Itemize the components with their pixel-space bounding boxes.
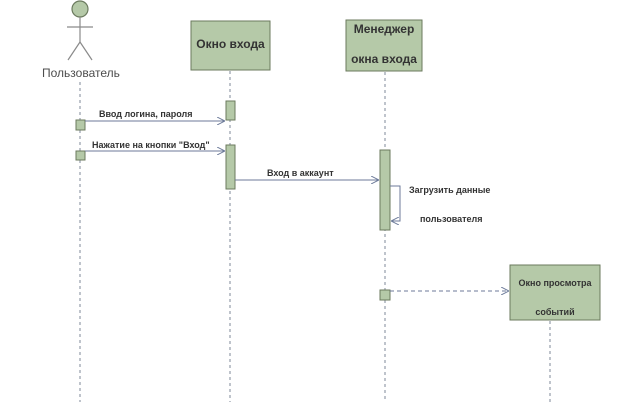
actor-activation-1 (75, 119, 86, 131)
events-window-title-line1: Окно просмотра (518, 278, 592, 288)
message-label-2: Нажатие на кнопки "Вход" (92, 140, 210, 150)
manager-activation (379, 149, 391, 231)
manager-title-line1: Менеджер (353, 22, 415, 36)
message-label-1: Ввод логина, пароля (99, 109, 193, 119)
login-window-box (190, 20, 271, 71)
manager-box (345, 19, 423, 72)
actor-activation-2 (75, 150, 86, 161)
self-message-label-line2: пользователя (420, 214, 483, 224)
self-message-arrow (390, 185, 401, 221)
login-window-title: Окно входа (196, 37, 265, 51)
events-window-title-line2: событий (535, 307, 575, 317)
login-activation-1 (225, 100, 236, 121)
manager-title-line2: окна входа (351, 52, 417, 66)
actor-label: Пользователь (42, 66, 120, 80)
actor-icon (67, 0, 93, 61)
self-message-label-line1: Загрузить данные (409, 185, 491, 195)
manager-activation-small (379, 289, 391, 301)
login-activation-2 (225, 144, 236, 190)
events-window-box (509, 264, 601, 321)
message-label-3: Вход в аккаунт (267, 168, 334, 178)
